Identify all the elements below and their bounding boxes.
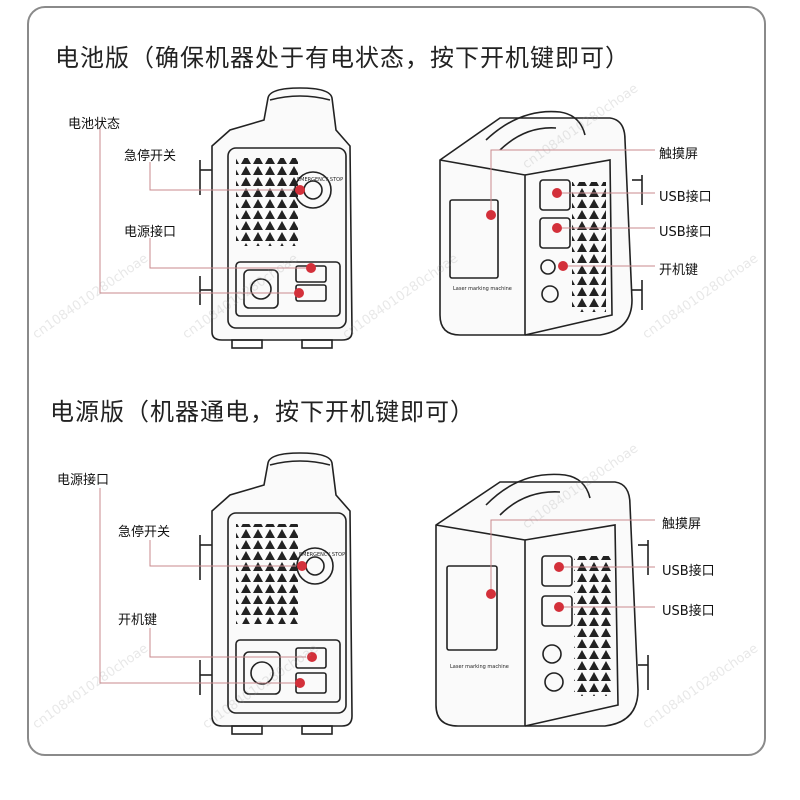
label-power-button-2: 开机键	[118, 613, 158, 628]
label-power-button: 开机键	[659, 263, 699, 278]
marker-power-button	[558, 261, 568, 271]
marker-touch-screen	[486, 210, 496, 220]
power-version-heading: 电源版（机器通电，按下开机键即可）	[50, 398, 475, 426]
label-usb-port-1: USB接口	[659, 190, 712, 205]
power-side-view	[435, 473, 649, 727]
marker-emergency-stop-2	[297, 561, 307, 571]
label-power-port: 电源接口	[124, 225, 177, 240]
marker-usb-2-2	[554, 602, 564, 612]
label-touch-screen: 触摸屏	[659, 147, 699, 162]
label-emergency-stop-2: 急停开关	[118, 525, 171, 540]
estop-text: EMERGENCY STOP	[297, 177, 343, 183]
lead-power-port	[149, 238, 306, 269]
label-power-port-2: 电源接口	[57, 473, 110, 488]
marker-touch-screen-2	[486, 589, 496, 599]
panel-brand-2: Laser marking machine	[450, 664, 509, 670]
lead-emergency-stop-2	[149, 540, 296, 567]
label-usb-port-2-2: USB接口	[662, 604, 715, 619]
battery-version-heading: 电池版（确保机器处于有电状态，按下开机键即可）	[55, 44, 630, 72]
battery-side-view	[439, 110, 643, 336]
marker-power-port-2	[295, 678, 305, 688]
lead-battery-status	[99, 128, 294, 294]
label-usb-port-2: USB接口	[659, 225, 712, 240]
marker-usb-1	[552, 188, 562, 198]
label-battery-status: 电池状态	[68, 117, 121, 132]
panel-brand-1: Laser marking machine	[453, 286, 512, 292]
estop-text-2: EMERGENCY STOP	[299, 552, 345, 558]
lead-power-port-2	[99, 488, 295, 684]
marker-power-button-2	[307, 652, 317, 662]
marker-emergency-stop	[295, 185, 305, 195]
lead-power-button-2	[149, 628, 306, 658]
label-emergency-stop: 急停开关	[124, 149, 177, 164]
marker-power-port	[306, 263, 316, 273]
label-touch-screen-2: 触摸屏	[662, 517, 702, 532]
outer-frame	[27, 6, 766, 756]
marker-usb-2	[552, 223, 562, 233]
marker-battery-status	[294, 288, 304, 298]
marker-usb-1-2	[554, 562, 564, 572]
power-back-view	[199, 452, 353, 735]
lead-touch-screen-2	[490, 519, 655, 589]
label-usb-port-1-2: USB接口	[662, 564, 715, 579]
lead-emergency-stop	[149, 162, 294, 191]
lead-touch-screen	[490, 149, 655, 210]
